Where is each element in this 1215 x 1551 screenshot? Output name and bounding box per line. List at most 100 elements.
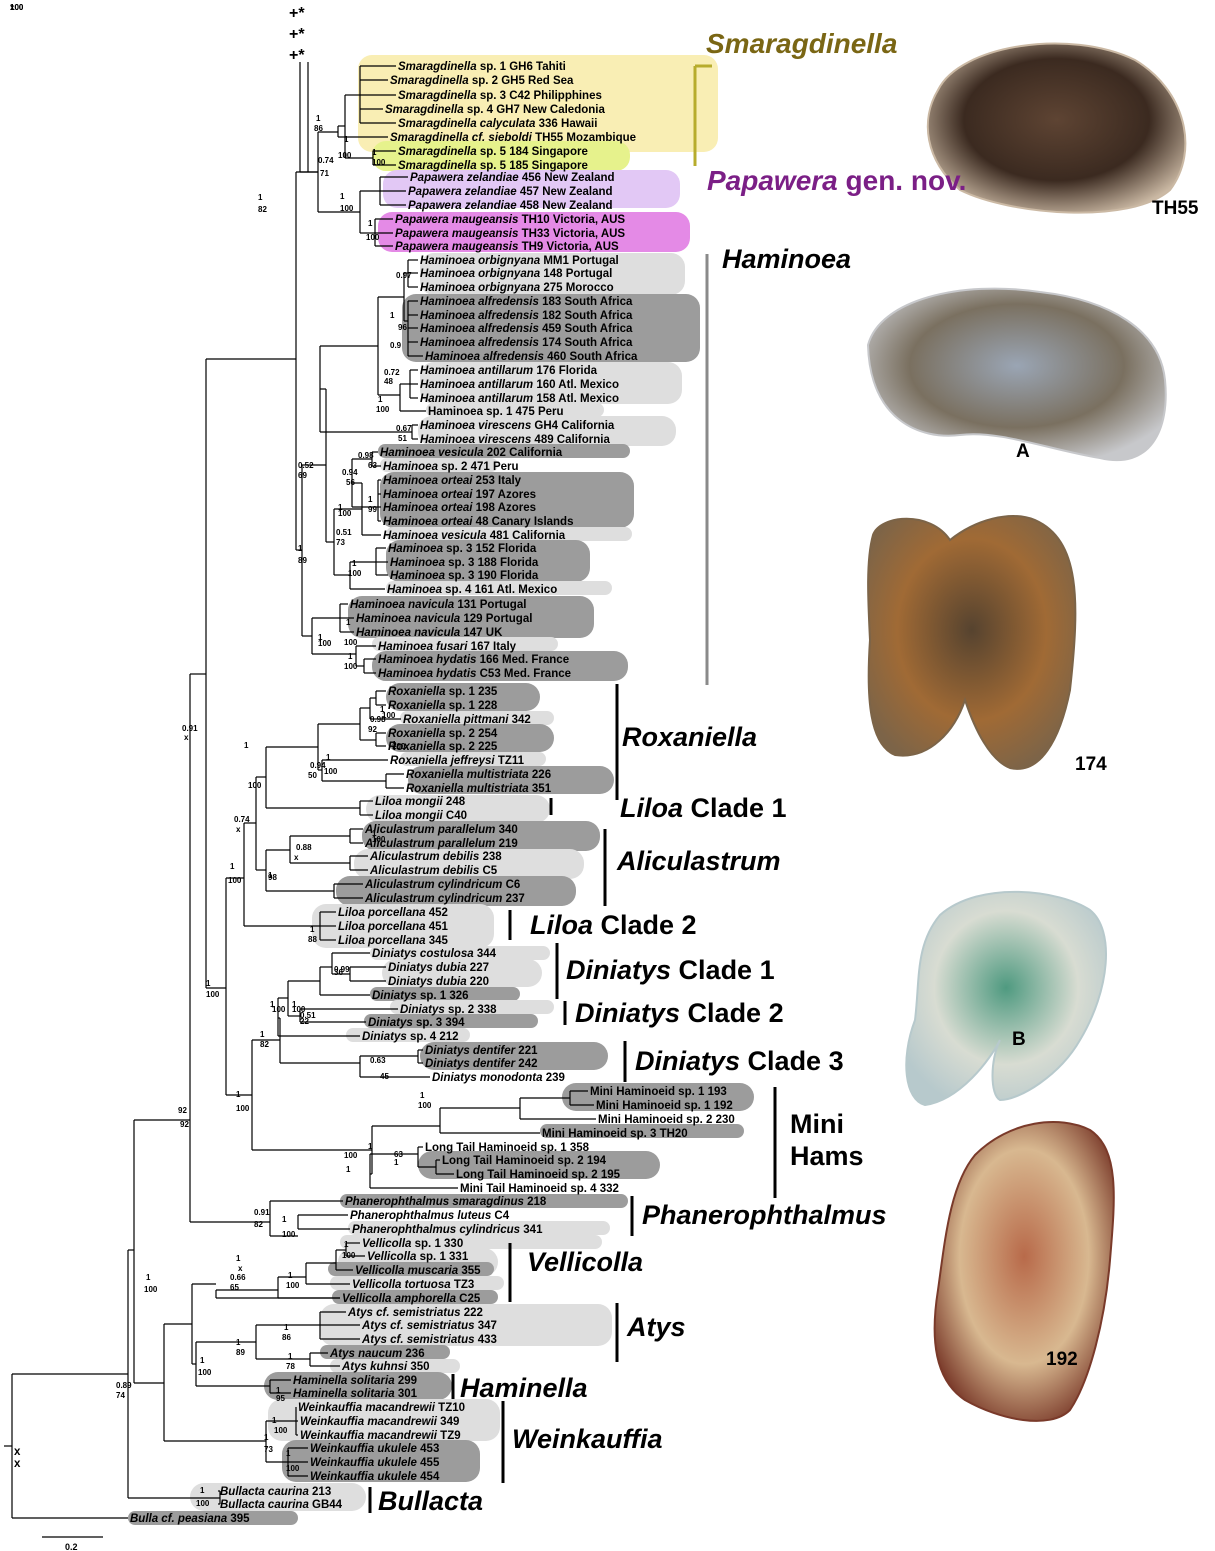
taxon-genus-19: Haminoea alfredensis [420, 310, 539, 322]
taxon-label-47: Roxaniella sp. 1 228 [388, 700, 498, 712]
taxon-rest-83: 218 [524, 1196, 547, 1208]
taxon-label-79: Long Tail Haminoeid sp. 1 358 [425, 1142, 590, 1154]
support-value-94: 100 [344, 1151, 358, 1160]
support-value-101: 100 [282, 1230, 296, 1239]
taxon-genus-5: Smaragdinella calyculata [398, 118, 536, 130]
clade-label-14: Vellicolla [527, 1247, 643, 1277]
specimen-photo-1 [928, 44, 1186, 213]
clade-suffix-2: gen. nov. [838, 165, 967, 196]
specimen-photo-5 [935, 1122, 1114, 1421]
support-value-83: 1 [260, 1030, 265, 1039]
taxon-genus-100: Weinkauffia macandrewii [300, 1430, 438, 1442]
taxon-label-38: Haminoea sp. 3 190 Florida [390, 570, 539, 582]
support-value-37: 1 [352, 559, 357, 568]
taxon-rest-72: 221 [515, 1045, 538, 1057]
support-value-43: 1 [348, 652, 353, 661]
support-value-131: 100 [196, 1499, 210, 1508]
taxon-genus-62: Liloa porcellana [338, 907, 426, 919]
taxon-genus-59: Aliculastrum debilis [369, 865, 479, 877]
clade-name-9: Diniatys [575, 998, 680, 1028]
taxon-rest-54: 248 [443, 796, 466, 808]
support-value-40: 89 [298, 556, 307, 565]
support-value-112: 1 [284, 1323, 289, 1332]
taxon-rest-70: sp. 3 394 [413, 1017, 465, 1029]
support-value-93: 1 [394, 1158, 399, 1167]
specimen-photo-2 [868, 289, 1166, 461]
clade-name-3: Haminoea [722, 244, 851, 274]
taxon-genus-12: Papawera maugeansis [395, 214, 518, 226]
taxon-genus-31: Haminoea orteai [383, 475, 473, 487]
root-marker-bottom: x [14, 1458, 21, 1470]
taxon-rest-46: sp. 1 235 [446, 686, 498, 698]
taxon-rest-98: TZ10 [435, 1402, 465, 1414]
taxon-rest-56: 340 [495, 824, 517, 836]
taxon-genus-21: Haminoea alfredensis [420, 337, 539, 349]
support-value-11: 1 [340, 192, 345, 201]
taxon-genus-4: Smaragdinella [385, 104, 464, 116]
taxon-rest-48: 342 [508, 714, 530, 726]
taxon-genus-23: Haminoea antillarum [420, 365, 533, 377]
taxon-label-51: Roxaniella jeffreysi TZ11 [390, 755, 525, 767]
support-value-66: 98 [268, 873, 277, 882]
clade-suffix-12: Hams [790, 1141, 864, 1171]
taxon-label-43: Haminoea fusari 167 Italy [378, 641, 517, 653]
clade-label-5: Liloa Clade 1 [620, 793, 787, 823]
support-value-61: 0.74 [234, 815, 250, 824]
taxon-label-92: Atys cf. semistriatus 347 [361, 1320, 497, 1332]
taxon-genus-83: Phanerophthalmus smaragdinus [345, 1196, 524, 1208]
support-value-108: 0.66 [230, 1273, 246, 1282]
taxon-label-34: Haminoea orteai 48 Canary Islands [383, 516, 573, 528]
support-value-130: 1 [200, 1486, 205, 1495]
taxon-rest-6: TH55 Mozambique [532, 132, 636, 144]
support-value-118: 1 [200, 1356, 205, 1365]
support-value-51: 0.98 [370, 715, 386, 724]
support-value-72: 88 [308, 935, 317, 944]
taxon-genus-58: Aliculastrum debilis [369, 851, 479, 863]
support-value-104: 1 [344, 1240, 349, 1249]
support-value-3: 1 [316, 114, 321, 123]
taxon-genus-42: Haminoea navicula [356, 627, 461, 639]
taxon-rest-88: 355 [458, 1265, 481, 1277]
taxon-rest-16: 148 Portugal [540, 268, 612, 280]
support-value-123: 100 [274, 1426, 288, 1435]
taxon-label-95: Atys kuhnsi 350 [341, 1361, 430, 1373]
taxon-label-44: Haminoea hydatis 166 Med. France [378, 654, 569, 666]
taxon-genus-10: Papawera zelandiae [408, 186, 517, 198]
support-value-128: 0.89 [116, 1381, 132, 1390]
taxon-genus-93: Atys cf. semistriatus [361, 1334, 475, 1346]
taxon-genus-2: Smaragdinella [390, 75, 469, 87]
taxon-rest-32: 197 Azores [472, 489, 536, 501]
support-value-44: 100 [344, 662, 358, 671]
taxon-genus-54: Liloa mongii [375, 796, 444, 808]
support-value-90: 100 [418, 1101, 432, 1110]
taxon-rest-26: Haminoea sp. 1 475 Peru [428, 406, 564, 418]
clade-suffix-8: Clade 1 [671, 955, 775, 985]
support-value-88: 100 [236, 1104, 250, 1113]
taxon-rest-106: 395 [227, 1513, 250, 1525]
taxon-rest-99: 349 [437, 1416, 459, 1428]
taxon-genus-101: Weinkauffia ukulele [310, 1443, 418, 1455]
support-value-7: 1 [372, 148, 377, 157]
clade-label-10: Diniatys Clade 3 [635, 1046, 844, 1076]
taxon-label-21: Haminoea alfredensis 174 South Africa [420, 337, 633, 349]
taxon-genus-64: Liloa porcellana [338, 935, 426, 947]
taxon-label-93: Atys cf. semistriatus 433 [361, 1334, 497, 1346]
taxon-rest-93: 433 [475, 1334, 497, 1346]
taxon-genus-102: Weinkauffia ukulele [310, 1457, 418, 1469]
taxon-label-41: Haminoea navicula 129 Portugal [356, 613, 532, 625]
taxon-label-85: Phanerophthalmus cylindricus 341 [352, 1224, 543, 1236]
clade-name-2: Papawera [707, 165, 838, 196]
photo-label-5: 192 [1046, 1349, 1078, 1370]
taxon-label-102: Weinkauffia ukulele 455 [310, 1457, 440, 1469]
taxon-genus-53: Roxaniella multistriata [406, 783, 529, 795]
support-value-28: 63 [368, 461, 377, 470]
taxon-rest-58: 238 [479, 851, 502, 863]
taxon-genus-14: Papawera maugeansis [395, 241, 518, 253]
taxon-genus-27: Haminoea virescens [420, 420, 531, 432]
taxon-rest-22: 460 South Africa [544, 351, 638, 363]
taxon-rest-17: 275 Morocco [540, 282, 614, 294]
support-value-57: 0.94 [310, 761, 326, 770]
support-value-1: 1 [258, 193, 263, 202]
taxon-rest-49: sp. 2 254 [446, 728, 498, 740]
